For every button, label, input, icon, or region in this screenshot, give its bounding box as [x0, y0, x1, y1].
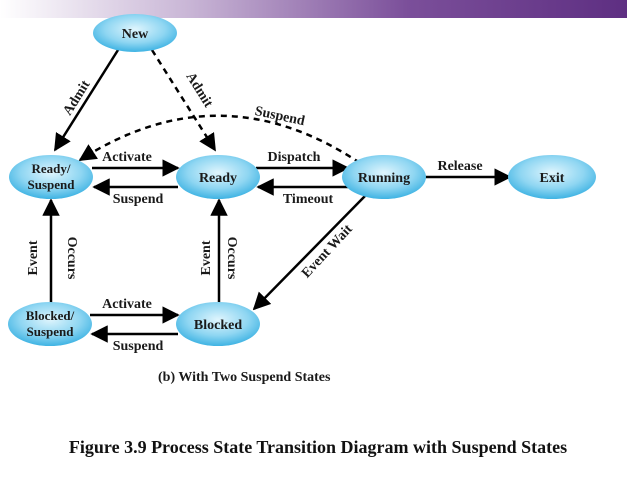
state-blocked-suspend-label-line2: Suspend	[27, 324, 75, 339]
edge-admit-new-to-ready	[150, 49, 217, 152]
diagram-subcaption: (b) With Two Suspend States	[158, 370, 331, 385]
label-timeout: Timeout	[283, 192, 334, 207]
label-suspend-top: Suspend	[113, 192, 164, 207]
edge-event-wait-running-to-blocked	[252, 195, 366, 311]
state-exit-label: Exit	[540, 171, 565, 186]
state-ready: Ready	[176, 155, 260, 199]
state-blocked-suspend-label-line1: Blocked/	[26, 308, 75, 323]
label-event-wait: Event Wait	[299, 222, 356, 281]
state-running-label: Running	[358, 171, 410, 186]
state-blocked: Blocked	[176, 302, 260, 346]
label-admit-right: Admit	[183, 70, 216, 111]
label-event-left: Event	[26, 240, 41, 275]
state-new: New	[93, 14, 177, 52]
label-occurs-mid: Occurs	[224, 237, 239, 280]
label-activate-bottom: Activate	[102, 297, 152, 312]
edge-suspend-running-to-ready-suspend	[78, 114, 361, 165]
state-ready-suspend-label-line1: Ready/	[32, 161, 71, 176]
label-event-mid: Event	[199, 240, 214, 275]
state-running: Running	[342, 155, 426, 199]
state-exit: Exit	[508, 155, 596, 199]
state-ready-suspend-label-line2: Suspend	[28, 177, 76, 192]
state-ready-suspend: Ready/ Suspend	[9, 155, 93, 199]
state-blocked-label: Blocked	[194, 318, 242, 333]
label-activate-top: Activate	[102, 150, 152, 165]
edge-admit-new-to-ready-suspend	[53, 49, 120, 152]
label-suspend-bottom: Suspend	[113, 339, 164, 354]
label-release: Release	[437, 159, 482, 174]
state-ready-label: Ready	[199, 171, 237, 186]
state-blocked-suspend: Blocked/ Suspend	[8, 302, 92, 346]
title-banner-band	[0, 0, 627, 18]
label-dispatch: Dispatch	[268, 150, 321, 165]
figure-caption: Figure 3.9 Process State Transition Diag…	[68, 437, 568, 457]
state-new-label: New	[122, 27, 149, 42]
label-occurs-left: Occurs	[64, 237, 79, 280]
